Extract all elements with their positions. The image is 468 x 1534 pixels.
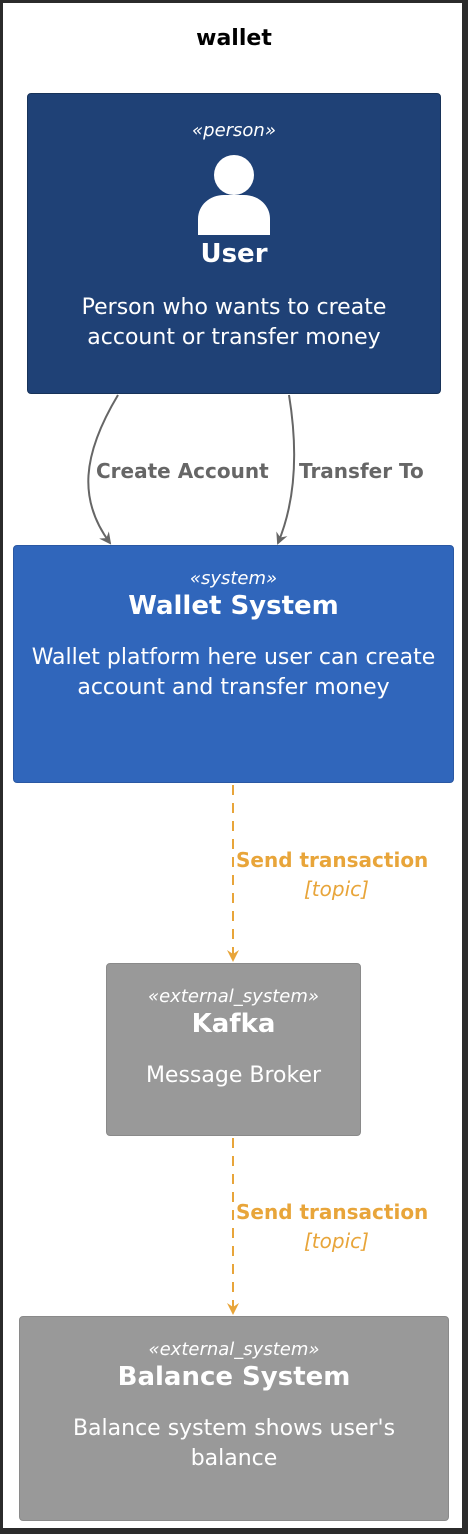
edge-tech-wallet-to-kafka: [topic] [304,877,369,901]
edge-tech-kafka-to-balance: [topic] [304,1229,369,1253]
user-stereotype: «person» [192,120,276,141]
wallet-description: Wallet platform here user can create acc… [31,645,436,700]
edge-create-account [87,394,119,545]
user-name: User [200,239,268,269]
wallet-name: Wallet System [128,591,339,621]
balance-description: Balance system shows user's balance [72,1416,396,1471]
edge-label-wallet-to-kafka: Send transaction [236,848,429,872]
kafka-name: Kafka [191,1009,276,1039]
node-user[interactable]: «person» User Person who wants to create… [27,93,441,394]
diagram-title: wallet [196,26,272,51]
node-balance-system[interactable]: «external_system» Balance System Balance… [19,1316,449,1521]
kafka-stereotype: «external_system» [148,986,319,1007]
person-icon [198,155,270,235]
node-kafka[interactable]: «external_system» Kafka Message Broker [106,963,361,1136]
edge-label-kafka-to-balance: Send transaction [236,1200,429,1224]
edge-transfer-to [276,394,296,545]
node-wallet-system[interactable]: «system» Wallet System Wallet platform h… [13,545,454,783]
balance-name: Balance System [117,1362,351,1392]
user-description: Person who wants to create account or tr… [81,295,387,350]
kafka-description: Message Broker [145,1063,322,1088]
edge-label-create-account: Create Account [96,459,269,483]
wallet-stereotype: «system» [189,568,278,589]
balance-stereotype: «external_system» [148,1339,320,1360]
edge-label-transfer-to: Transfer To [299,459,424,483]
